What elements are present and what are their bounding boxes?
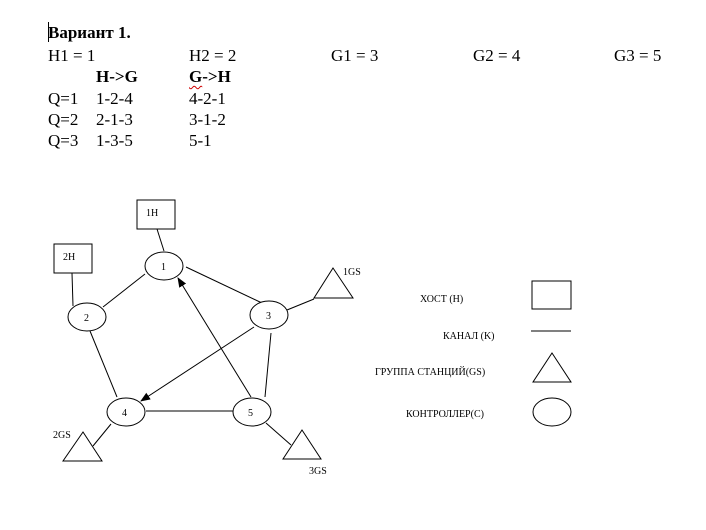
route-q: Q=2 [48, 110, 79, 129]
route-h-to-g: 2-1-3 [96, 110, 133, 129]
param-g3: G3 = 5 [614, 46, 662, 65]
route-h-to-g: 1-2-4 [96, 89, 133, 108]
header-g-to-h: G->H [189, 67, 231, 87]
station-group-label: 2GS [53, 430, 71, 441]
controller-1 [144, 251, 184, 281]
controller-2 [67, 302, 107, 332]
param-h2: H2 = 2 [189, 46, 237, 65]
host-1h [136, 199, 176, 230]
text-cursor [48, 22, 49, 42]
controller-label: 4 [122, 408, 127, 419]
controller-label: 2 [84, 313, 89, 324]
station-group-1gs [313, 267, 354, 299]
legend-controller-shape [532, 397, 572, 427]
station-group-2gs [62, 431, 103, 462]
station-group-label: 1GS [343, 267, 361, 278]
controller-label: 3 [266, 311, 271, 322]
spellcheck-word: G [189, 67, 203, 86]
legend-host-shape [531, 280, 572, 310]
route-g-to-h: 3-1-2 [189, 110, 226, 129]
controller-5 [232, 397, 272, 427]
host-label: 2H [63, 252, 75, 263]
param-g2: G2 = 4 [473, 46, 521, 65]
host-label: 1H [146, 208, 158, 219]
channel-2h-2 [71, 272, 74, 307]
channel-3-1gs [286, 298, 315, 311]
controller-label: 5 [248, 408, 253, 419]
channel-4-2gs [92, 423, 112, 447]
header-g-to-h-rest: ->H [202, 67, 231, 86]
controller-label: 1 [161, 262, 166, 273]
param-g1: G1 = 3 [331, 46, 379, 65]
legend-station-group-label: ГРУППА СТАНЦИЙ(GS) [375, 366, 485, 378]
channel-5-3gs [265, 422, 292, 446]
param-h1: H1 = 1 [48, 46, 96, 65]
station-group-label: 3GS [309, 466, 327, 477]
host-2h [53, 243, 93, 274]
arrow-5-to-1 [177, 277, 252, 398]
route-h-to-g: 1-3-5 [96, 131, 133, 150]
legend-controller-label: КОНТРОЛЛЕР(C) [406, 409, 484, 420]
controller-3 [249, 300, 289, 330]
route-g-to-h: 4-2-1 [189, 89, 226, 108]
route-q: Q=1 [48, 89, 79, 108]
controller-4 [106, 397, 146, 427]
header-h-to-g: H->G [96, 67, 138, 86]
station-group-3gs [282, 429, 322, 460]
route-g-to-h: 5-1 [189, 131, 212, 150]
channel-2-4 [89, 330, 118, 398]
legend-host-label: ХОСТ (H) [420, 294, 463, 305]
channel-3-5 [264, 332, 272, 398]
legend-channel-label: КАНАЛ (K) [443, 331, 495, 342]
arrow-3-to-4 [140, 326, 255, 402]
document-title: Вариант 1. [48, 23, 131, 42]
channel-1h-1 [156, 228, 165, 252]
route-q: Q=3 [48, 131, 79, 150]
channel-1-2 [102, 273, 146, 308]
channel-1-3 [185, 266, 263, 304]
legend-station-group-shape [532, 352, 572, 383]
